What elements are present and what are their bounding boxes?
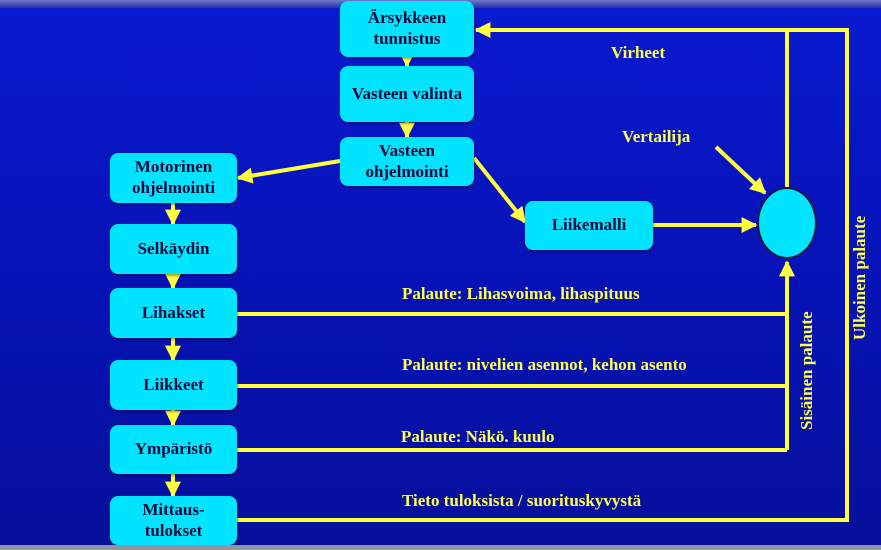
node-environment: Ympäristö [110,425,237,474]
label-feedback-senses: Palaute: Näkö. kuulo [401,427,555,446]
arrow-programming-to-motor [236,159,341,184]
node-response-programming: Vasteen ohjelmointi [340,137,474,186]
comparator-circle [757,187,817,259]
bottom-bar [0,545,881,550]
label-comparator: Vertailija [622,127,691,146]
node-spinal-cord: Selkäydin [110,224,237,274]
node-measurement-results-line1: Mittaus- [142,499,205,519]
node-motion-model: Liikemalli [525,201,653,250]
node-movements: Liikkeet [110,360,237,410]
arrow-external-feedback [237,28,849,522]
node-measurement-results: Mittaus- tulokset [110,496,237,545]
label-internal-feedback: Sisäinen palaute [797,311,816,430]
node-muscles: Lihakset [110,288,237,338]
arrow-vertailija-to-comparator [714,145,767,195]
label-errors: Virheet [611,43,666,62]
node-measurement-results-line2: tulokset [144,520,203,540]
node-motor-programming: Motorinen ohjelmointi [110,153,237,203]
arrow-programming-to-model [472,156,527,224]
label-external-feedback: Ulkoinen palaute [850,215,869,340]
label-feedback-muscle: Palaute: Lihasvoima, lihaspituus [402,284,640,303]
label-feedback-joint: Palaute: nivelien asennot, kehon asento [402,355,687,374]
node-response-selection: Vasteen valinta [340,66,474,122]
label-results-info: Tieto tuloksista / suorituskyvystä [402,491,642,510]
node-stimulus-recognition: Ärsykkeen tunnistus [340,1,474,57]
